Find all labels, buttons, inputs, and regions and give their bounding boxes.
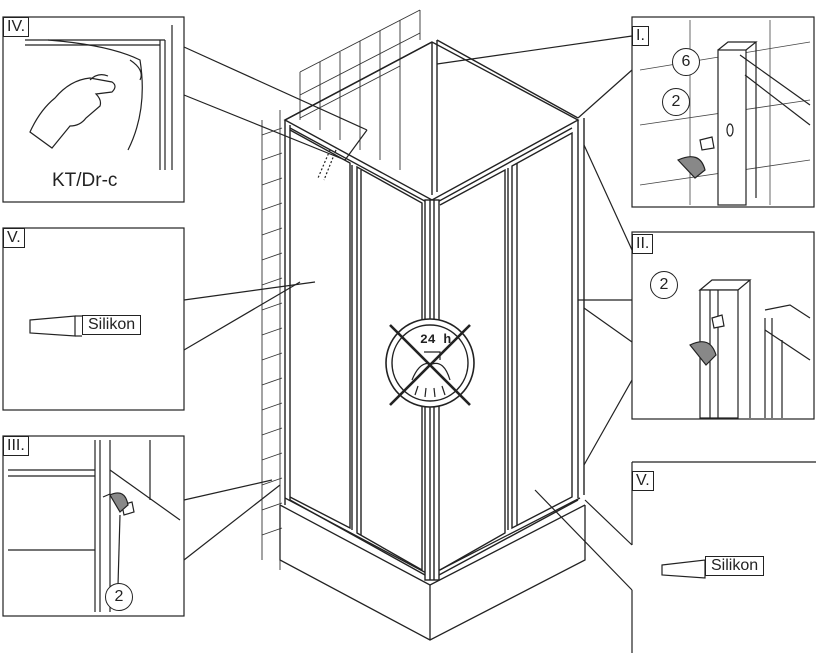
rotate-arrow-icon <box>109 492 129 513</box>
panel-v-right <box>534 461 816 653</box>
screw-icon <box>711 314 725 329</box>
warning-24h-text: 24 h <box>420 332 452 347</box>
no-shower-24h-icon <box>385 318 475 408</box>
part-number-2-ii: 2 <box>650 271 678 299</box>
panel-v-left-label: V. <box>3 228 25 248</box>
panel-ii <box>578 144 815 420</box>
silicone-tube-icon <box>661 559 706 579</box>
panel-iii-label: III. <box>3 436 29 456</box>
enclosure-frame <box>283 39 585 581</box>
panel-i-label: I. <box>632 26 649 46</box>
hand-icon <box>29 77 116 149</box>
screw-icon <box>699 136 715 151</box>
rotate-arrow-icon <box>676 156 706 179</box>
panel-iv <box>2 16 368 203</box>
part-number-2-i: 2 <box>662 88 690 116</box>
panel-v-right-label: V. <box>632 471 654 491</box>
panel-iv-label: IV. <box>3 17 30 37</box>
panel-iii <box>2 435 281 617</box>
panel-i <box>436 16 815 208</box>
tiled-wall <box>261 9 421 570</box>
silicone-tube-left-text: Silikon <box>82 315 142 335</box>
rotate-arrow-icon <box>689 341 717 366</box>
part-number-2-iii: 2 <box>105 583 133 611</box>
part-number-6: 6 <box>672 48 700 76</box>
silicone-tube-right-text: Silikon <box>705 556 765 576</box>
panel-ii-label: II. <box>632 234 654 254</box>
panel-iv-caption: KT/Dr-c <box>52 170 118 191</box>
